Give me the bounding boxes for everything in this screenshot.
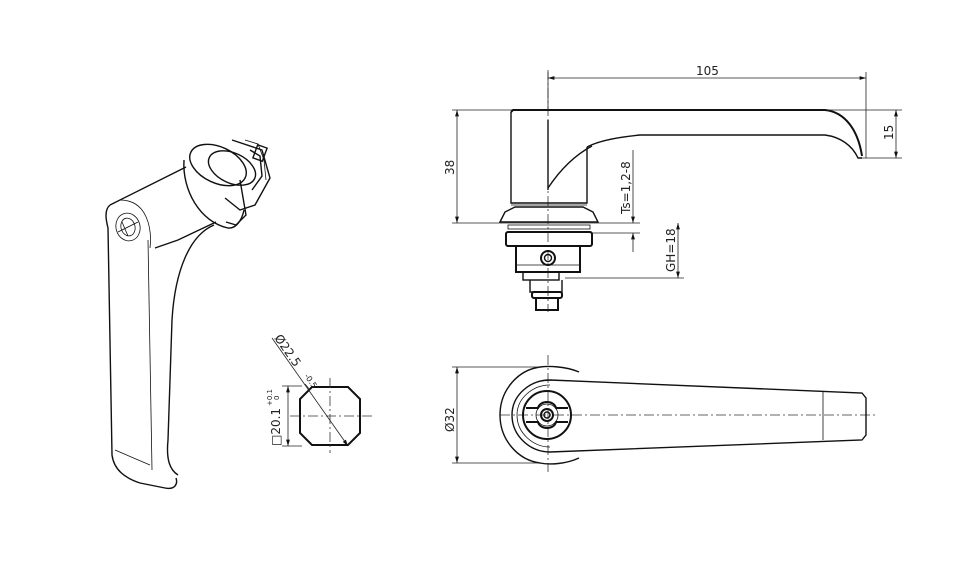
brand-logo-icon — [115, 212, 141, 242]
diagonal-diameter-label: Ø22.5 — [272, 332, 304, 370]
length-label: 105 — [696, 64, 719, 78]
top-plan-view: Ø32 — [443, 355, 878, 472]
square-size-label: □20.1 — [269, 408, 283, 446]
side-elevation-view: 105 15 38 Ts=1,2-8 GH=18 — [443, 64, 902, 312]
square-tolerance-lower: 0 — [273, 396, 281, 400]
key-cylinder-icon — [522, 390, 572, 440]
thickness-range-label: Ts=1,2-8 — [619, 161, 633, 215]
tip-height-label: 15 — [882, 125, 896, 140]
height-label: 38 — [443, 160, 457, 175]
square-profile-view: Ø22.5 -0.5 □20.1 +0.1 0 — [266, 332, 372, 453]
grip-height-label: GH=18 — [664, 228, 678, 272]
square-tolerance-upper: +0.1 — [266, 389, 274, 406]
base-diameter-label: Ø32 — [443, 407, 457, 432]
isometric-view — [105, 139, 271, 490]
